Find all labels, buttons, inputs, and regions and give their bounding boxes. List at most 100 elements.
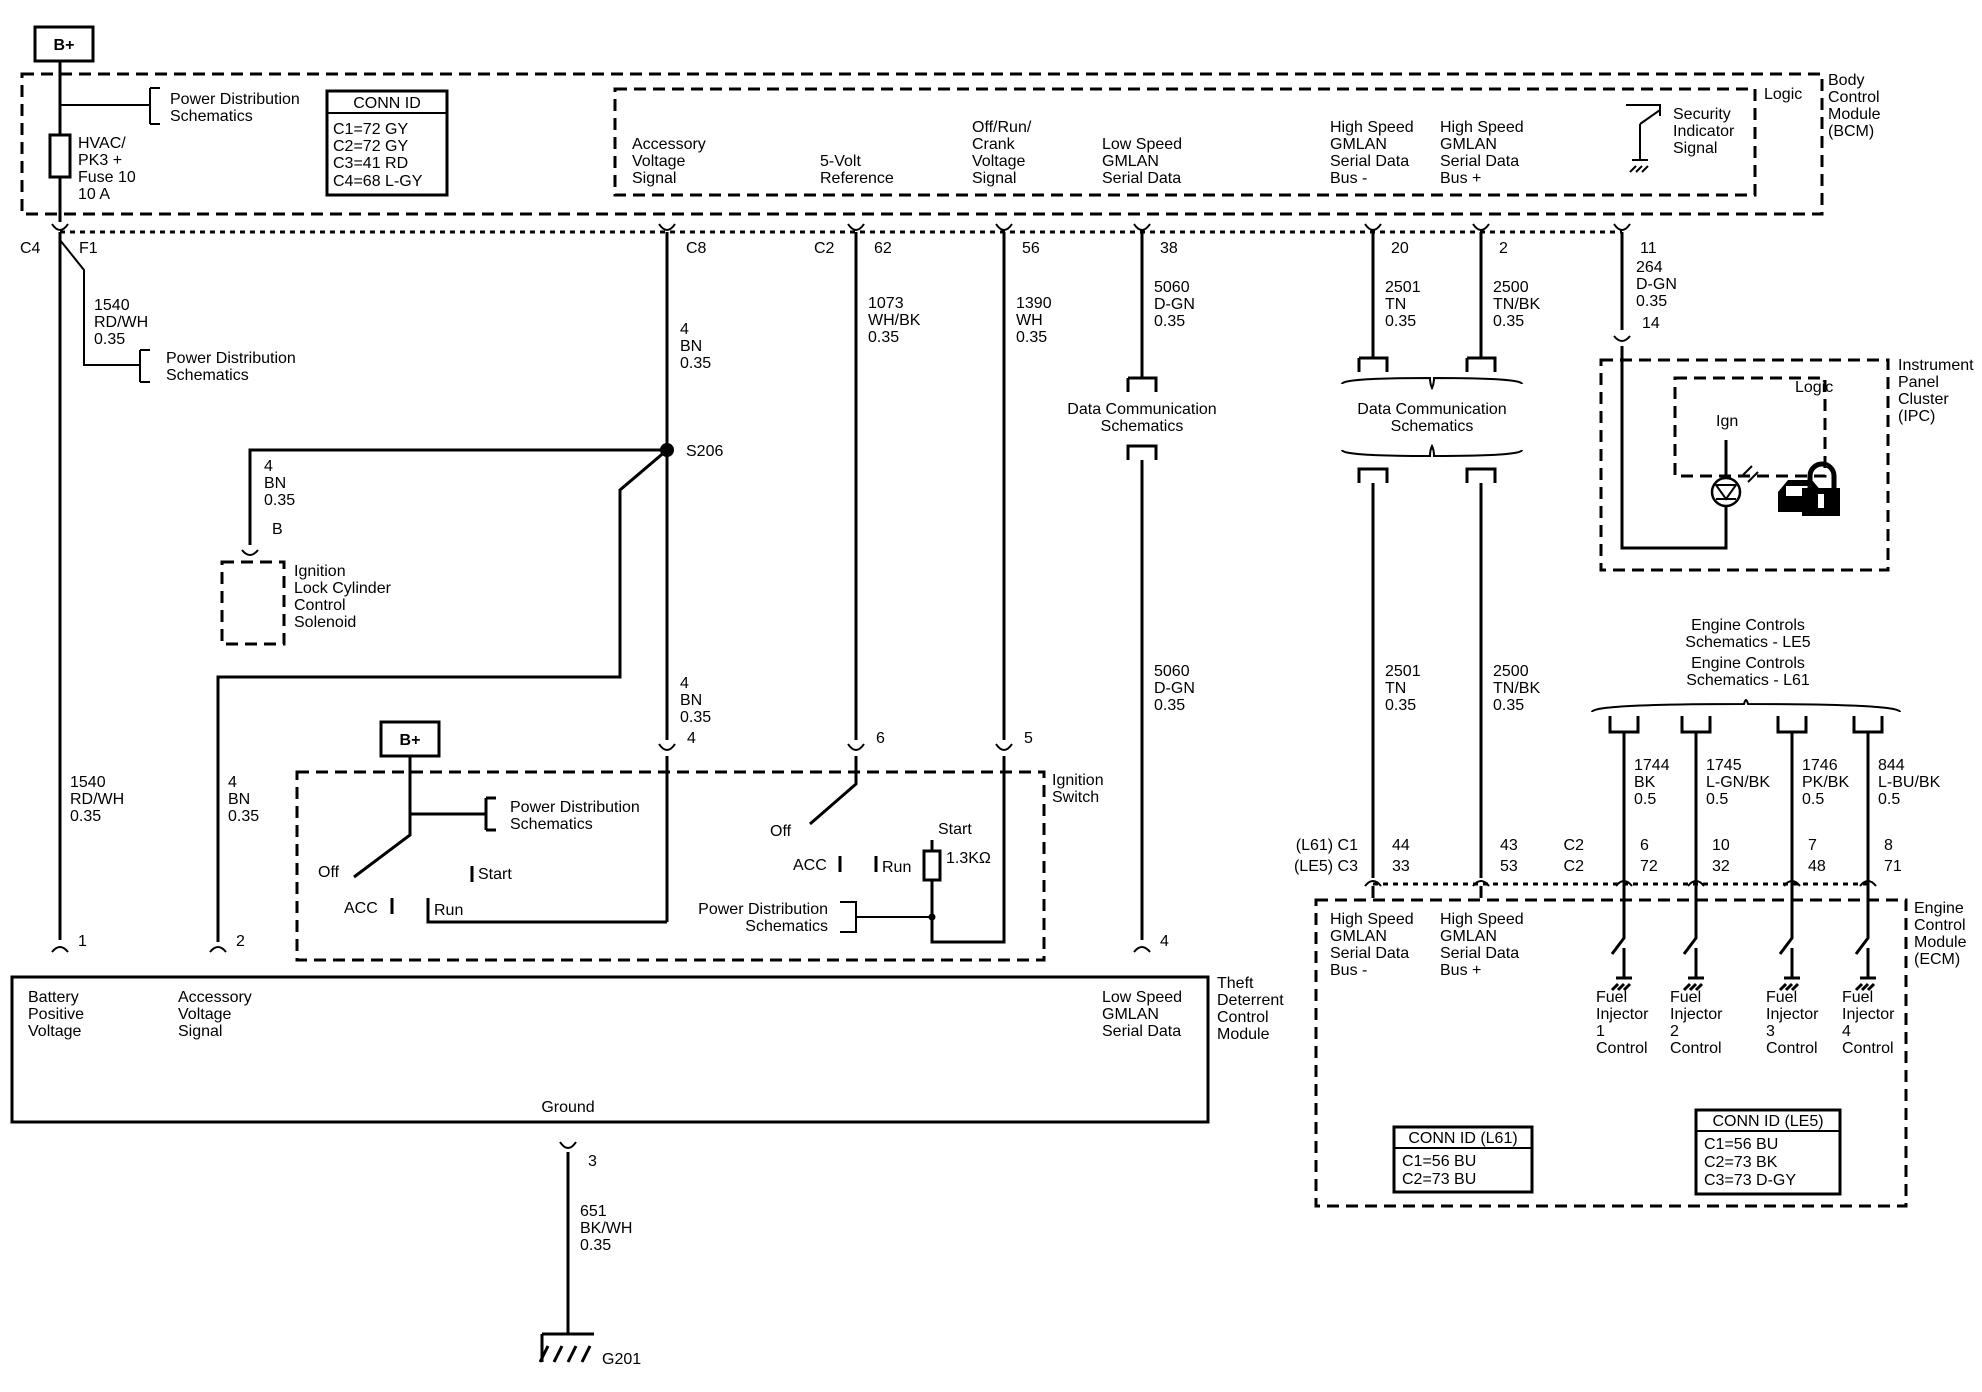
wire-5060-upper: [1126, 232, 1158, 392]
ignition-switch-pins: 4 6 5: [658, 730, 1033, 751]
svg-text:2501: 2501: [1385, 663, 1421, 680]
svg-text:Schematics - L61: Schematics - L61: [1686, 672, 1810, 689]
bcm-accessory-signal-label: Accessory Voltage Signal: [632, 136, 706, 187]
ecm-module-label: Engine Control Module (ECM): [1914, 900, 1967, 968]
ignition-switch-box: [295, 770, 1046, 962]
svg-text:264: 264: [1636, 259, 1663, 276]
bcm-low-speed-label: Low Speed GMLAN Serial Data: [1102, 136, 1182, 187]
svg-text:Signal: Signal: [178, 1023, 222, 1040]
svg-text:CONN ID (LE5): CONN ID (LE5): [1712, 1113, 1823, 1130]
svg-text:Lock Cylinder: Lock Cylinder: [294, 580, 392, 597]
svg-text:High Speed: High Speed: [1440, 911, 1524, 928]
tdcm-module-label: Theft Deterrent Control Module: [1217, 975, 1284, 1043]
svg-text:6: 6: [1640, 837, 1649, 854]
svg-text:HVAC/: HVAC/: [78, 135, 126, 152]
ipc-module-label: Instrument Panel Cluster (IPC): [1898, 357, 1974, 425]
svg-text:D-GN: D-GN: [1636, 276, 1677, 293]
svg-text:72: 72: [1640, 858, 1658, 875]
ign-start-right: Start: [938, 821, 972, 838]
pin-c8: C8: [686, 240, 707, 257]
svg-text:10 A: 10 A: [78, 186, 110, 203]
svg-text:0.35: 0.35: [1154, 313, 1185, 330]
solenoid-box: [220, 560, 286, 646]
pin-62: 62: [874, 240, 892, 257]
ecm-conn-id-le5-box: CONN ID (LE5) C1=56 BU C2=73 BK C3=73 D-…: [1694, 1108, 1842, 1196]
svg-text:Ignition: Ignition: [1052, 772, 1104, 789]
svg-text:651: 651: [580, 1203, 607, 1220]
svg-text:4: 4: [680, 321, 689, 338]
injector-labels: Fuel Injector 1 Control Fuel Injector 2 …: [1596, 989, 1895, 1057]
svg-text:BK: BK: [1634, 774, 1656, 791]
svg-text:2500: 2500: [1493, 663, 1529, 680]
b-plus-ignition: B+: [379, 720, 441, 758]
power-dist-mid-bracket: [59, 239, 150, 383]
ign-power-dist-lower-label: Power Distribution Schematics: [698, 901, 828, 935]
ecm-conn-right-label: C2 C2: [1564, 837, 1585, 875]
svg-text:BN: BN: [680, 338, 702, 355]
wire-2500-lower: [1465, 467, 1497, 878]
pin-f1: F1: [79, 240, 98, 257]
svg-text:CONN ID (L61): CONN ID (L61): [1408, 1130, 1517, 1147]
wire-5060-low-label: 5060 D-GN 0.35: [1154, 663, 1195, 714]
ipc-ign-label: Ign: [1716, 413, 1738, 430]
svg-text:Control: Control: [1766, 1040, 1818, 1057]
svg-text:Signal: Signal: [1673, 140, 1717, 157]
svg-text:L-BU/BK: L-BU/BK: [1878, 774, 1941, 791]
svg-text:C3=73 D-GY: C3=73 D-GY: [1704, 1172, 1796, 1189]
svg-text:Fuse 10: Fuse 10: [78, 169, 136, 186]
svg-text:BN: BN: [680, 692, 702, 709]
svg-text:TN/BK: TN/BK: [1493, 680, 1540, 697]
svg-text:5060: 5060: [1154, 663, 1190, 680]
ign-start-right-contact: [930, 756, 1006, 944]
svg-text:Engine Controls: Engine Controls: [1691, 655, 1805, 672]
svg-text:Power Distribution: Power Distribution: [698, 901, 828, 918]
engine-controls-bracket: [1591, 699, 1901, 713]
fuse-symbol: [48, 133, 72, 179]
pin-56: 56: [1022, 240, 1040, 257]
wire-2501-lower: [1357, 467, 1389, 878]
svg-text:0.35: 0.35: [1493, 313, 1524, 330]
svg-text:10: 10: [1712, 837, 1730, 854]
tdcm-accessory-label: Accessory Voltage Signal: [178, 989, 252, 1040]
svg-text:Engine: Engine: [1914, 900, 1964, 917]
resistor-symbol: [922, 849, 942, 882]
bcm-hs-plus-label: High Speed GMLAN Serial Data Bus +: [1440, 119, 1524, 187]
svg-text:GMLAN: GMLAN: [1440, 136, 1497, 153]
svg-text:1744: 1744: [1634, 757, 1670, 774]
svg-text:Serial Data: Serial Data: [1102, 1023, 1181, 1040]
svg-text:BN: BN: [228, 791, 250, 808]
svg-text:Bus -: Bus -: [1330, 170, 1367, 187]
ign-pin-4: 4: [687, 730, 696, 747]
svg-text:C2: C2: [1564, 858, 1585, 875]
svg-text:C1=56 BU: C1=56 BU: [1402, 1153, 1476, 1170]
svg-text:Schematics: Schematics: [166, 367, 249, 384]
engine-controls-le5-label: Engine Controls Schematics - LE5: [1685, 617, 1810, 651]
solenoid-label: Ignition Lock Cylinder Control Solenoid: [294, 563, 392, 631]
svg-text:Signal: Signal: [632, 170, 676, 187]
ignition-left-switch: [353, 756, 496, 879]
svg-text:GMLAN: GMLAN: [1102, 153, 1159, 170]
svg-text:0.35: 0.35: [680, 355, 711, 372]
svg-text:Bus +: Bus +: [1440, 170, 1481, 187]
svg-text:5-Volt: 5-Volt: [820, 153, 861, 170]
svg-text:0.35: 0.35: [1636, 293, 1667, 310]
svg-text:Module: Module: [1217, 1026, 1270, 1043]
b-plus-top: B+: [33, 25, 95, 63]
svg-text:Fuel: Fuel: [1670, 989, 1701, 1006]
svg-text:0.35: 0.35: [680, 709, 711, 726]
ecm-hs-minus-label: High Speed GMLAN Serial Data Bus -: [1330, 911, 1414, 979]
ign-pin-5: 5: [1024, 730, 1033, 747]
security-switch-symbol: [1626, 104, 1661, 173]
ign-start-left: Start: [478, 866, 512, 883]
tdcm-low-speed-label: Low Speed GMLAN Serial Data: [1102, 989, 1182, 1040]
svg-text:C1=56 BU: C1=56 BU: [1704, 1136, 1778, 1153]
wire-2500-low-label: 2500 TN/BK 0.35: [1493, 663, 1540, 714]
ign-pin-6: 6: [876, 730, 885, 747]
svg-text:Injector: Injector: [1596, 1006, 1649, 1023]
svg-text:(BCM): (BCM): [1828, 123, 1874, 140]
svg-text:Injector: Injector: [1670, 1006, 1723, 1023]
svg-text:WH/BK: WH/BK: [868, 312, 921, 329]
svg-text:Data Communication: Data Communication: [1067, 401, 1216, 418]
svg-text:PK3 +: PK3 +: [78, 152, 122, 169]
bcm-hs-minus-label: High Speed GMLAN Serial Data Bus -: [1330, 119, 1414, 187]
